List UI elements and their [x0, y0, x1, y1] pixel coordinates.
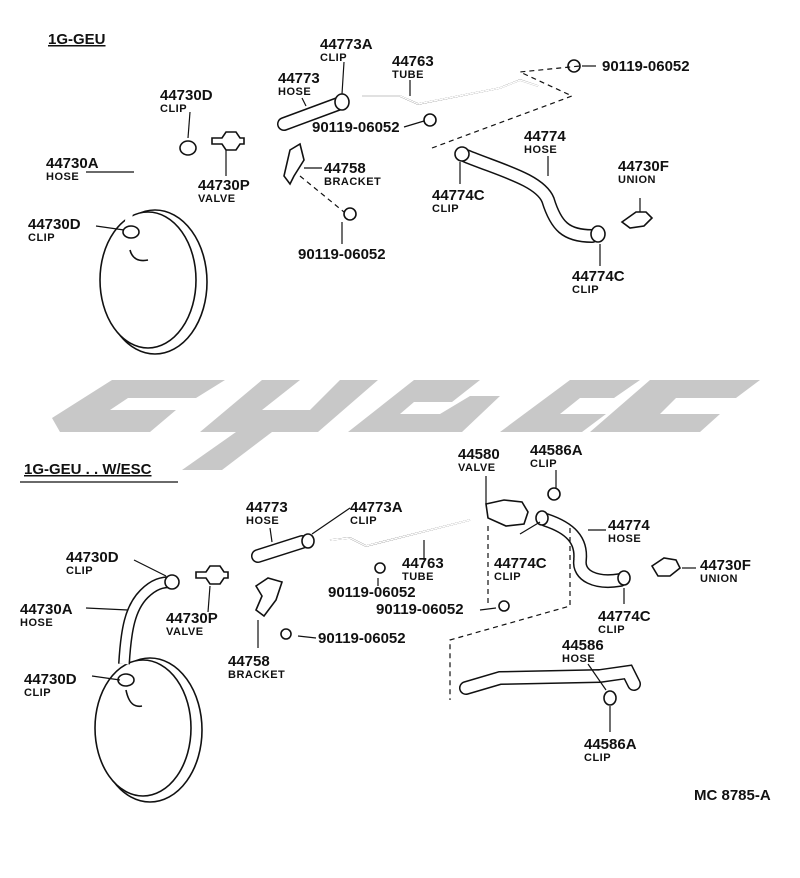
clip-44773A	[334, 93, 350, 111]
bolt-90119-c	[343, 207, 357, 221]
bracket-44758	[283, 142, 305, 186]
label-44730A-bottom: 44730A	[20, 601, 73, 618]
bolt-90119-b	[423, 113, 437, 127]
clip-44774C-lower	[590, 225, 606, 243]
clip-44773A-bottom	[301, 533, 315, 549]
valve-44730P	[211, 131, 245, 151]
label-44586A-bottom-a: 44586A	[530, 442, 583, 459]
name-hose: HOSE	[562, 653, 595, 665]
section-title-top: 1G-GEU	[48, 31, 106, 48]
name-clip: CLIP	[24, 687, 51, 699]
label-44730F-bottom: 44730F	[700, 557, 751, 574]
label-90119-bottom-a: 90119-06052	[328, 584, 416, 601]
clip-44730D-lower	[122, 225, 140, 239]
section-title-bottom: 1G-GEU . . W/ESC	[24, 461, 152, 478]
top-assembly	[86, 59, 654, 355]
valve-44580	[485, 499, 529, 527]
name-clip: CLIP	[572, 284, 599, 296]
clip-44774C-bottom-lower	[617, 570, 631, 586]
label-44586A-bottom-b: 44586A	[584, 736, 637, 753]
name-union: UNION	[700, 573, 738, 585]
clip-44730D-bottom-lower	[117, 673, 135, 687]
name-hose: HOSE	[46, 171, 79, 183]
label-44773-top: 44773	[278, 70, 320, 87]
name-valve: VALVE	[166, 626, 204, 638]
name-tube: TUBE	[392, 69, 424, 81]
label-44586-bottom: 44586	[562, 637, 604, 654]
label-44758-bottom: 44758	[228, 653, 270, 670]
name-bracket: BRACKET	[324, 176, 381, 188]
name-clip: CLIP	[530, 458, 557, 470]
label-44730D-bottom-a: 44730D	[66, 549, 119, 566]
name-hose: HOSE	[278, 86, 311, 98]
brake-booster-bottom-face	[94, 659, 192, 797]
label-44730D-top-b: 44730D	[28, 216, 81, 233]
label-44774C-bottom-a: 44774C	[494, 555, 547, 572]
name-hose: HOSE	[20, 617, 53, 629]
label-90119-top-a: 90119-06052	[602, 58, 690, 75]
clip-44586A-lower	[603, 690, 617, 706]
name-tube: TUBE	[402, 571, 434, 583]
name-clip: CLIP	[66, 565, 93, 577]
name-union: UNION	[618, 174, 656, 186]
union-44730F-bottom	[650, 557, 682, 577]
name-clip: CLIP	[350, 515, 377, 527]
label-44773A-top: 44773A	[320, 36, 373, 53]
label-90119-bottom-c: 90119-06052	[318, 630, 406, 647]
label-90119-bottom-b: 90119-06052	[376, 601, 464, 618]
bracket-44758-bottom	[254, 577, 284, 618]
name-hose: HOSE	[524, 144, 557, 156]
name-clip: CLIP	[432, 203, 459, 215]
label-44774C-top-a: 44774C	[432, 187, 485, 204]
clip-44730D-bottom-upper	[164, 574, 180, 590]
name-valve: VALVE	[198, 193, 236, 205]
watermark-logo	[52, 380, 760, 470]
valve-44730P-bottom	[195, 565, 229, 585]
clip-44774C-bottom-upper	[535, 510, 549, 526]
name-hose: HOSE	[608, 533, 641, 545]
label-44763-top: 44763	[392, 53, 434, 70]
brake-booster-face	[99, 211, 197, 349]
label-44774-top: 44774	[524, 128, 566, 145]
bolt-90119-a	[567, 59, 581, 73]
label-44774C-top-b: 44774C	[572, 268, 625, 285]
bottom-assembly	[85, 470, 696, 803]
name-clip: CLIP	[584, 752, 611, 764]
clip-44730D-upper	[179, 140, 197, 156]
label-44730P-top: 44730P	[198, 177, 250, 194]
name-bracket: BRACKET	[228, 669, 285, 681]
label-44773A-bottom: 44773A	[350, 499, 403, 516]
bolt-90119-bottom-a	[374, 562, 386, 574]
booster-nozzle	[129, 249, 149, 262]
name-hose: HOSE	[246, 515, 279, 527]
bottom-labels: 44580 VALVE 44586A CLIP 44773 HOSE 44773…	[20, 442, 771, 804]
label-44758-top: 44758	[324, 160, 366, 177]
name-clip: CLIP	[28, 232, 55, 244]
label-90119-top-c: 90119-06052	[298, 246, 386, 263]
label-44580-bottom: 44580	[458, 446, 500, 463]
name-valve: VALVE	[458, 462, 496, 474]
label-44730D-top-a: 44730D	[160, 87, 213, 104]
clip-44586A-upper	[547, 487, 561, 501]
label-44763-bottom: 44763	[402, 555, 444, 572]
name-clip: CLIP	[598, 624, 625, 636]
label-44774-bottom: 44774	[608, 517, 650, 534]
label-44730F-top: 44730F	[618, 158, 669, 175]
label-44730D-bottom-b: 44730D	[24, 671, 77, 688]
top-labels: 44773A CLIP 44763 TUBE 90119-06052 44773…	[28, 36, 690, 296]
name-clip: CLIP	[160, 103, 187, 115]
label-90119-top-b: 90119-06052	[312, 119, 400, 136]
bolt-90119-bottom-c	[280, 628, 292, 640]
label-44774C-bottom-b: 44774C	[598, 608, 651, 625]
union-44730F	[620, 211, 654, 229]
label-44730A-top: 44730A	[46, 155, 99, 172]
clip-44774C-upper	[454, 146, 470, 162]
name-clip: CLIP	[320, 52, 347, 64]
label-44730P-bottom: 44730P	[166, 610, 218, 627]
diagram-code: MC 8785-A	[694, 787, 771, 804]
label-44773-bottom: 44773	[246, 499, 288, 516]
bolt-90119-bottom-b	[498, 600, 510, 612]
name-clip: CLIP	[494, 571, 521, 583]
